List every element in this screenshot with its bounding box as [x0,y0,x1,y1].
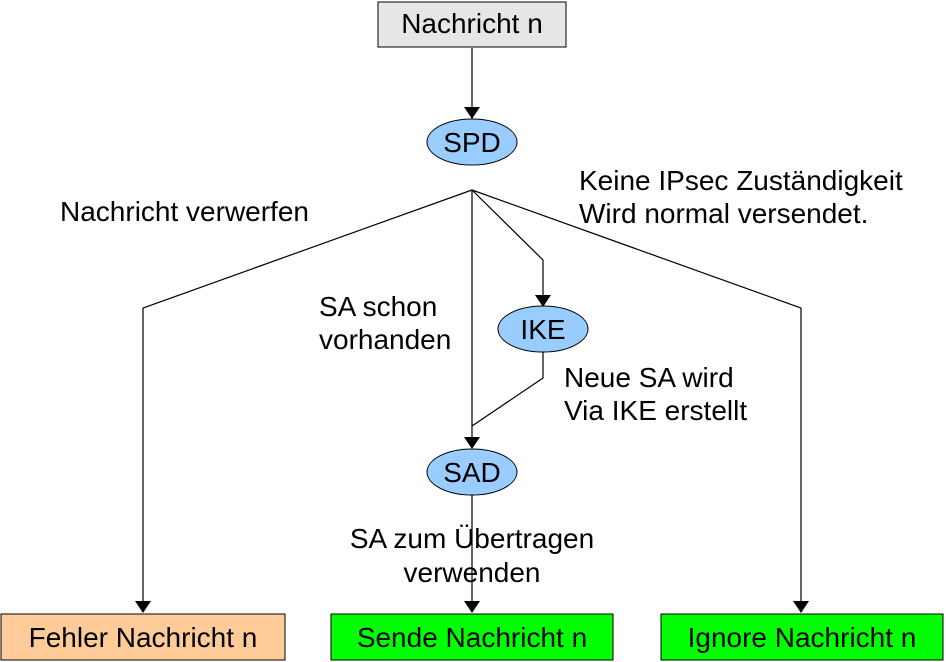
no-ipsec-label-line1: Keine IPsec Zuständigkeit [579,165,903,196]
send-node: Sende Nachricht n [330,613,614,661]
message-box [377,1,567,48]
spd-node: SPD [426,118,518,166]
sad-label: SAD [443,457,501,488]
use-sa-label-line1: SA zum Übertragen [350,523,594,554]
edge-spd-to-error [135,189,473,613]
error-node: Fehler Nachricht n [0,613,286,661]
message-label: Nachricht n [401,8,543,39]
sad-node: SAD [426,448,518,496]
edge-spd-to-ignore [471,189,809,613]
sa-exists-label-line1: SA schon [319,291,437,322]
sa-exists-label-line2: vorhanden [319,324,451,355]
error-box [0,613,286,661]
new-sa-label-line1: Neue SA wird [564,362,734,393]
ike-node: IKE [497,305,589,353]
ike-label: IKE [520,314,565,345]
edge-ike-to-sad [471,352,544,427]
use-sa-label-line2: verwenden [404,557,541,588]
send-label: Sende Nachricht n [357,622,587,653]
discard-label: Nachricht verwerfen [60,196,309,227]
ike-ellipse [497,305,589,353]
ignore-label: Ignore Nachricht n [688,622,917,653]
sad-ellipse [426,448,518,496]
ignore-node: Ignore Nachricht n [660,613,944,661]
no-ipsec-label-line2: Wird normal versendet. [579,198,868,229]
send-box [330,613,614,661]
edge-spd-to-ike [471,189,551,307]
message-node: Nachricht n [377,1,567,48]
ignore-box [660,613,944,661]
error-label: Fehler Nachricht n [29,622,258,653]
spd-ellipse [426,118,518,166]
new-sa-label-line2: Via IKE erstellt [564,395,747,426]
spd-label: SPD [443,127,501,158]
